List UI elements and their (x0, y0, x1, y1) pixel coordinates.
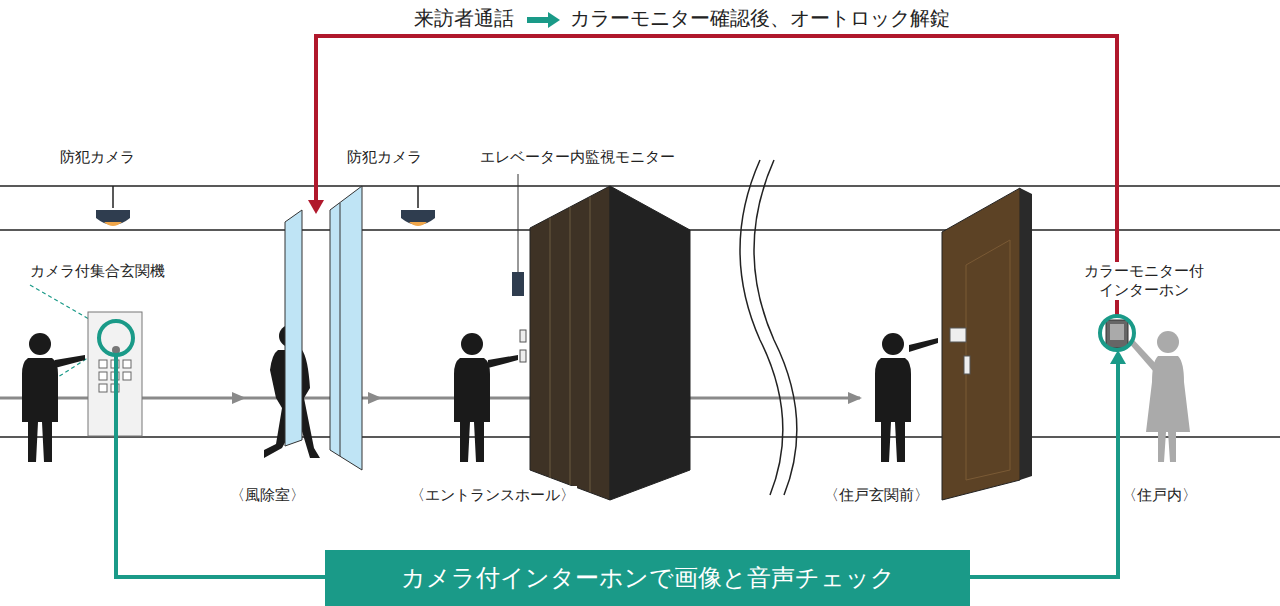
part-label: 防犯カメラ (345, 148, 424, 167)
security-camera (96, 186, 435, 226)
green-route (116, 350, 1126, 577)
break-mark (740, 160, 797, 495)
flow-caption: 来訪者通話 (412, 6, 516, 31)
band-text: カメラ付インターホンで画像と音声チェック (401, 562, 895, 594)
glass-door (285, 186, 362, 470)
part-label: 防犯カメラ (58, 148, 137, 167)
part-label: カラーモニター付 インターホン (1078, 262, 1210, 300)
unit-door (942, 188, 1032, 500)
area-label: 〈エントランスホール〉 (408, 486, 577, 505)
area-label: 〈風除室〉 (228, 486, 307, 505)
part-label: カメラ付集合玄関機 (28, 262, 167, 281)
part-label: エレベーター内監視モニター (478, 148, 677, 167)
intercom-monitor (1100, 316, 1134, 350)
area-label: 〈住戸内〉 (1120, 486, 1199, 505)
area-label: 〈住戸玄関前〉 (822, 486, 931, 505)
elevator (512, 174, 690, 500)
flow-caption: カラーモニター確認後、オートロック解錠 (568, 6, 952, 31)
red-route (308, 12, 1117, 318)
check-band: カメラ付インターホンで画像と音声チェック (325, 550, 970, 606)
